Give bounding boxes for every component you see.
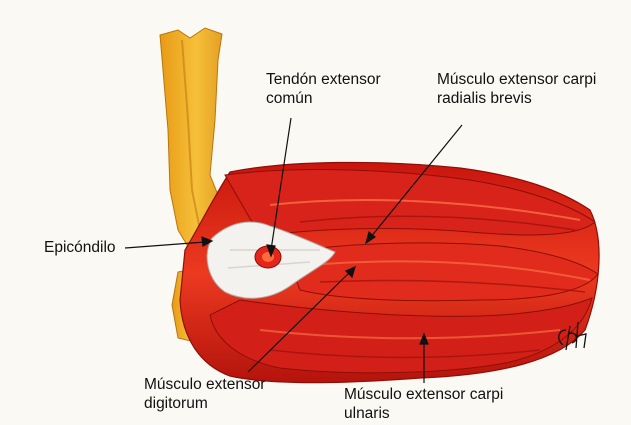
label-epicondyle: Epicóndilo [44, 238, 116, 257]
label-extensor-digitorum: Músculo extensor digitorum [144, 375, 265, 413]
label-extensor-carpi-ulnaris: Músculo extensor carpi ulnaris [344, 385, 503, 423]
label-extensor-carpi-radialis-brevis: Músculo extensor carpi radialis brevis [437, 70, 596, 108]
label-common-extensor-tendon: Tendón extensor común [266, 70, 381, 108]
